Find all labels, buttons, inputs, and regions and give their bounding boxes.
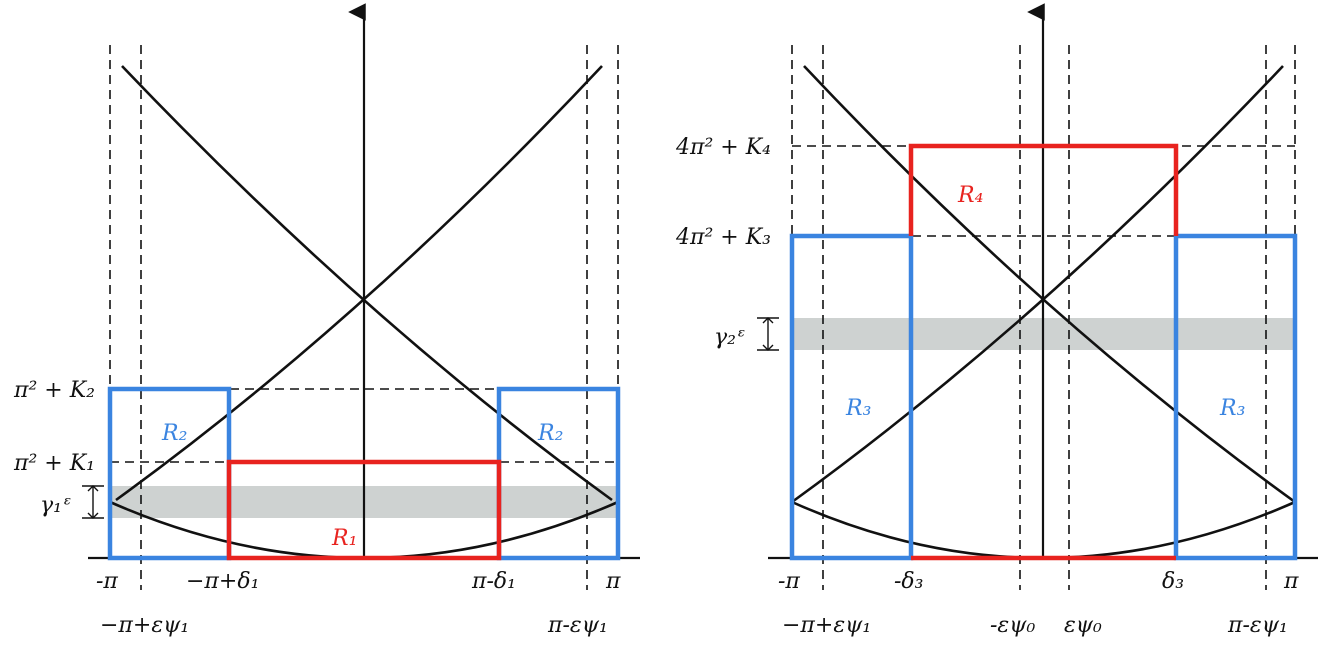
left-label-r2-right: R₂ [537, 421, 563, 446]
left-gamma-bracket [82, 485, 104, 519]
right-region-r3-right [1173, 233, 1298, 561]
right-xtick-neg-pi-plus-eps-psi1: −π+εψ₁ [782, 613, 871, 638]
left-band-label: γ₁ᵋ [40, 493, 71, 518]
right-curve-ascending [791, 65, 1284, 504]
left-region-r2-right [496, 386, 621, 561]
left-panel: R₂ R₂ R₁ π² + K₂ π² + K₁ γ₁ᵋ -π −π+δ₁ π-… [13, 3, 640, 638]
right-curve-descending [803, 65, 1296, 504]
right-label-r3-right: R₃ [1219, 396, 1245, 421]
left-xtick-pi-minus-eps-psi1: π-εψ₁ [547, 613, 608, 638]
right-xtick-neg-delta3: -δ₃ [894, 569, 924, 594]
right-xtick-delta3: δ₃ [1162, 569, 1184, 594]
left-region-r1 [226, 459, 502, 561]
left-xtick-neg-pi-plus-delta1: −π+δ₁ [186, 569, 259, 594]
right-band-label: γ₂ᵋ [714, 325, 745, 350]
left-xtick-pi-minus-delta1: π-δ₁ [471, 569, 516, 594]
right-region-r3-left [789, 233, 914, 561]
left-label-r1: R₁ [331, 526, 357, 551]
right-xtick-pi-minus-eps-psi1: π-εψ₁ [1227, 613, 1288, 638]
left-xtick-pi: π [605, 569, 621, 594]
right-panel: R₃ R₃ R₄ 4π² + K₄ 4π² + K₃ γ₂ᵋ -π -δ₃ δ₃… [675, 3, 1318, 638]
right-xtick-pi: π [1283, 569, 1299, 594]
right-xtick-eps-psi0: εψ₀ [1064, 613, 1102, 638]
left-region-r2-left [107, 386, 232, 561]
left-xtick-neg-pi-plus-eps-psi1: −π+εψ₁ [100, 613, 189, 638]
right-gamma-bracket [757, 317, 779, 351]
left-ytick-k1: π² + K₁ [13, 451, 95, 476]
right-label-r4: R₄ [957, 183, 983, 208]
left-label-r2-left: R₂ [161, 421, 187, 446]
left-ytick-k2: π² + K₂ [13, 378, 95, 403]
right-label-r3-left: R₃ [845, 396, 871, 421]
right-ytick-k3: 4π² + K₃ [675, 225, 771, 250]
right-xtick-neg-pi: -π [778, 569, 800, 594]
right-region-r4 [908, 143, 1179, 236]
left-curve-shifted-left [115, 65, 603, 502]
left-curve-shifted-right [121, 65, 613, 502]
right-ytick-k4: 4π² + K₄ [675, 135, 771, 160]
left-xtick-neg-pi: -π [96, 569, 118, 594]
right-xtick-neg-eps-psi0: -εψ₀ [990, 613, 1035, 638]
